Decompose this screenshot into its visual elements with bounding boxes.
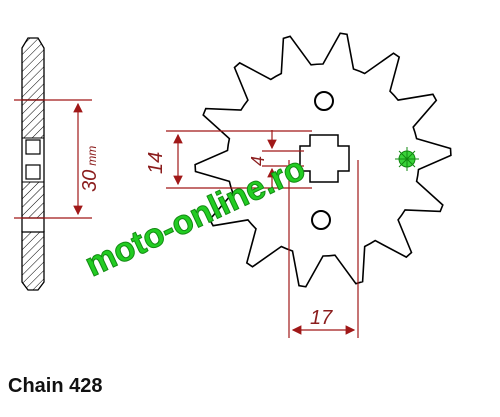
chain-caption: Chain 428 bbox=[8, 375, 103, 397]
splined-bore bbox=[299, 134, 350, 183]
hub-height-dimension bbox=[14, 99, 92, 219]
lower-bolt-hole bbox=[311, 210, 331, 230]
bolt-span-dimension bbox=[166, 130, 312, 189]
bore-width-label: 17 bbox=[310, 307, 333, 329]
upper-bolt-hole bbox=[314, 91, 334, 111]
logo-glyph-icon bbox=[395, 147, 419, 171]
keyway-dimension bbox=[262, 130, 304, 188]
hub-height-label: 30mm bbox=[79, 146, 101, 192]
bore-width-dimension bbox=[288, 160, 359, 338]
bolt-span-label: 14 bbox=[145, 152, 167, 174]
keyway-label: 4 bbox=[248, 156, 268, 166]
side-profile-icon bbox=[21, 37, 45, 291]
